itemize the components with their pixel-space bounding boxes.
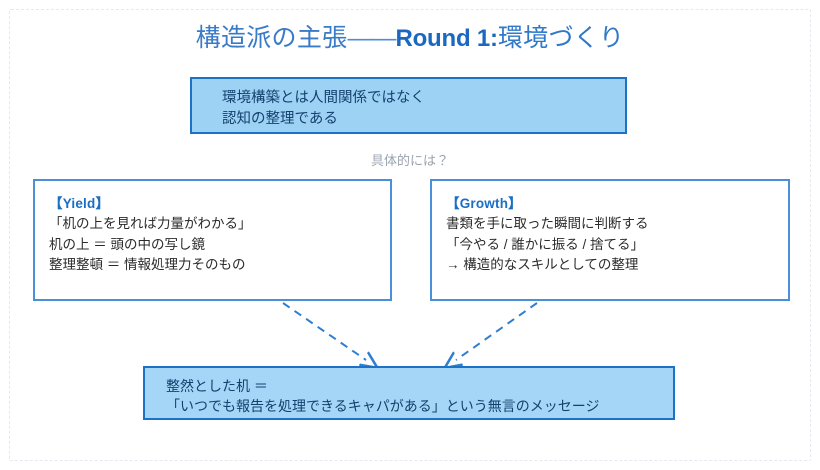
growth-box-heading: 【Growth】	[446, 196, 522, 211]
page-title: 構造派の主張——Round 1:環境づくり	[0, 21, 820, 56]
thesis-line-1: 環境構築とは人間関係ではなく	[222, 90, 425, 106]
caption-label: 具体的には？	[370, 153, 449, 168]
thesis-box: 環境構築とは人間関係ではなく 認知の整理である	[190, 77, 627, 134]
arrow-growth-to-conclusion	[456, 302, 538, 360]
yield-line-2: 机の上 ＝ 頭の中の写し鏡	[49, 236, 206, 252]
growth-box: 【Growth】 書類を手に取った瞬間に判断する 「今やる / 誰かに振る / …	[430, 179, 790, 301]
title-tail-text: 環境づくり	[497, 24, 625, 52]
title-round-label: Round 1:	[395, 25, 498, 52]
growth-line-3: → 構造的なスキルとしての整理	[446, 257, 639, 272]
title-dash: ——	[347, 24, 396, 52]
conclusion-line-2: 「いつでも報告を処理できるキャパがある」という無言のメッセージ	[166, 398, 600, 414]
yield-line-3: 整理整頓 ＝ 情報処理力そのもの	[49, 257, 246, 272]
thesis-line-2: 認知の整理である	[222, 111, 338, 127]
yield-line-1: 「机の上を見れば力量がわかる」	[49, 216, 252, 231]
conclusion-line-1: 整然とした机 ＝	[166, 378, 268, 394]
growth-line-1: 書類を手に取った瞬間に判断する	[446, 216, 649, 231]
conclusion-box: 整然とした机 ＝ 「いつでも報告を処理できるキャパがある」という無言のメッセージ	[143, 366, 675, 420]
yield-box-heading: 【Yield】	[49, 196, 110, 211]
arrow-yield-to-conclusion	[282, 302, 366, 360]
yield-box: 【Yield】 「机の上を見れば力量がわかる」 机の上 ＝ 頭の中の写し鏡 整理…	[33, 179, 392, 301]
title-main-text: 構造派の主張	[195, 24, 348, 52]
growth-line-2: 「今やる / 誰かに振る / 捨てる」	[446, 236, 645, 252]
